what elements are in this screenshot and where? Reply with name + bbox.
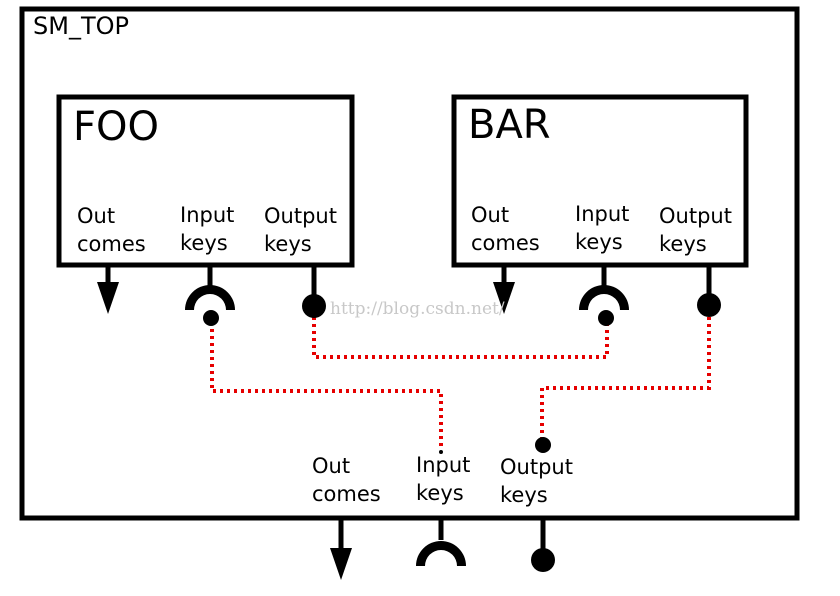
connection-foo-output-to-bar-input [312, 310, 609, 359]
foo-output-keys-label-1: Output [264, 204, 337, 228]
watermark-text: http://blog.csdn.net/ [330, 299, 505, 319]
foo-outcomes-label-1: Out [77, 204, 115, 228]
sm-top-container [19, 6, 800, 521]
foo-input-keys-label-1: Input [180, 203, 234, 227]
sm-top-outcomes-label-1: Out [312, 454, 350, 478]
foo-title: FOO [73, 104, 159, 150]
bar-state-box [451, 94, 749, 268]
sm-top-input-keys-label-1: Input [416, 453, 470, 477]
foo-input-keys-label-2: keys [180, 231, 228, 255]
connection-bar-output-to-sm-top-output [540, 310, 711, 440]
connections [210, 310, 711, 448]
sm-top-input-keys-internal-dot-icon [439, 450, 443, 454]
sm-top-output-keys-label-1: Output [500, 455, 573, 479]
sm-top-outcomes-arrow-icon [330, 518, 352, 580]
foo-output-keys-plug-icon [302, 265, 326, 318]
sm-top-output-keys-label-2: keys [500, 483, 548, 507]
foo-output-keys-label-2: keys [264, 232, 312, 256]
bar-output-keys-label-1: Output [659, 204, 732, 228]
bar-input-keys-label-2: keys [575, 230, 623, 254]
foo-input-keys-socket-icon [185, 265, 235, 326]
bar-outcomes-arrow-icon [493, 265, 515, 314]
bar-title: BAR [468, 102, 551, 148]
bar-input-keys-label-1: Input [575, 202, 629, 226]
sm-top-input-keys-socket-icon [416, 518, 466, 566]
sm-top-outcomes-label-2: comes [312, 482, 381, 506]
sm-top-output-keys-internal-dot-icon [535, 437, 551, 453]
foo-state-box [56, 94, 355, 268]
sm-top-input-keys-label-2: keys [416, 481, 464, 505]
foo-outcomes-arrow-icon [97, 265, 119, 314]
connection-sm-top-input-to-foo-input [210, 322, 443, 448]
bar-outcomes-label-2: comes [471, 231, 540, 255]
bar-output-keys-label-2: keys [659, 232, 707, 256]
bar-input-keys-socket-icon [579, 265, 629, 326]
sm-top-title: SM_TOP [33, 12, 129, 40]
bar-output-keys-plug-icon [697, 265, 721, 317]
foo-outcomes-label-2: comes [77, 232, 146, 256]
sm-top-output-keys-plug-icon [531, 518, 555, 572]
bar-outcomes-label-1: Out [471, 203, 509, 227]
